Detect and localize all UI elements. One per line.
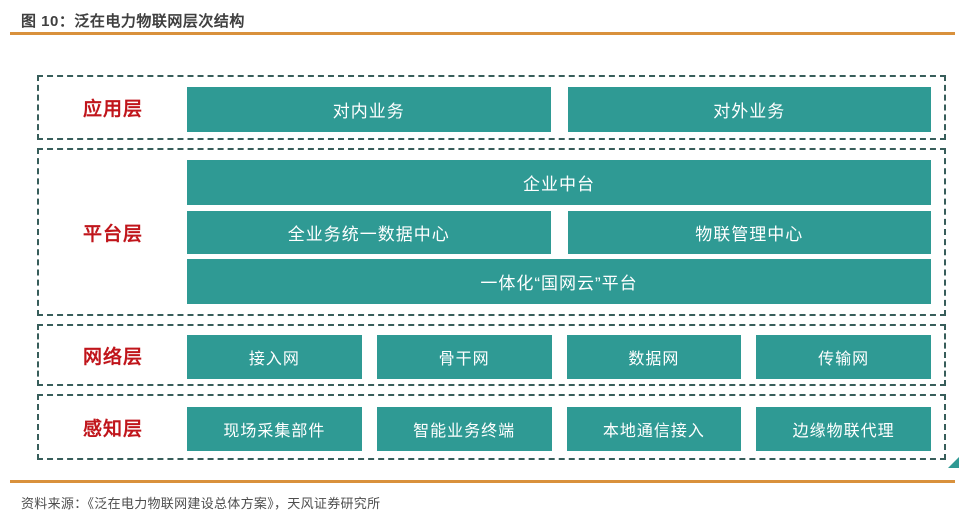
layer-label-application: 应用层 — [82, 99, 143, 120]
platform-row-top: 企业中台 — [187, 160, 931, 205]
network-row: 接入网 骨干网 数据网 传输网 — [187, 335, 931, 379]
layer-application: 应用层 对内业务 对外业务 — [37, 75, 946, 140]
box-field-collection-components: 现场采集部件 — [187, 407, 362, 451]
perception-row: 现场采集部件 智能业务终端 本地通信接入 边缘物联代理 — [187, 407, 931, 451]
box-unified-data-center: 全业务统一数据中心 — [187, 210, 551, 254]
layer-label-platform: 平台层 — [82, 223, 143, 245]
box-data-network: 数据网 — [566, 335, 742, 379]
box-state-grid-cloud-platform: 一体化“国网云”平台 — [187, 259, 931, 304]
box-iot-management-center: 物联管理中心 — [567, 210, 931, 254]
box-transmission-network: 传输网 — [756, 335, 931, 379]
source-divider-line — [10, 480, 955, 483]
box-access-network: 接入网 — [187, 335, 362, 379]
source-note: 资料来源：《泛在电力物联网建设总体方案》，天风证券研究所 — [21, 496, 381, 511]
layer-network: 网络层 接入网 骨干网 数据网 传输网 — [37, 324, 946, 386]
layer-perception: 感知层 现场采集部件 智能业务终端 本地通信接入 边缘物联代理 — [37, 394, 946, 460]
layer-content-perception: 现场采集部件 智能业务终端 本地通信接入 边缘物联代理 — [187, 396, 944, 458]
box-internal-business: 对内业务 — [187, 87, 551, 132]
layer-content-network: 接入网 骨干网 数据网 传输网 — [187, 326, 944, 384]
title-divider-line — [10, 32, 955, 35]
platform-row-bottom: 一体化“国网云”平台 — [187, 259, 931, 304]
layer-label-network: 网络层 — [82, 346, 143, 368]
box-local-communication-access: 本地通信接入 — [566, 407, 742, 451]
figure-title: 图 10：泛在电力物联网层次结构 — [21, 13, 245, 30]
platform-row-middle: 全业务统一数据中心 物联管理中心 — [187, 210, 931, 254]
application-row: 对内业务 对外业务 — [187, 87, 931, 132]
box-intelligent-business-terminal: 智能业务终端 — [376, 407, 552, 451]
corner-resize-triangle-icon — [948, 457, 959, 468]
layer-platform: 平台层 企业中台 全业务统一数据中心 物联管理中心 一体化“国网云”平台 — [37, 148, 946, 316]
iot-hierarchy-diagram: 应用层 对内业务 对外业务 平台层 企业中台 全业务统一数据中心 物联管理中心 — [37, 75, 959, 468]
box-external-business: 对外业务 — [567, 87, 931, 132]
layer-content-application: 对内业务 对外业务 — [187, 77, 944, 138]
layer-content-platform: 企业中台 全业务统一数据中心 物联管理中心 一体化“国网云”平台 — [187, 150, 944, 314]
layer-label-perception: 感知层 — [82, 418, 143, 440]
box-backbone-network: 骨干网 — [376, 335, 552, 379]
box-edge-iot-agent: 边缘物联代理 — [756, 407, 931, 451]
box-enterprise-middle-platform: 企业中台 — [187, 160, 931, 205]
